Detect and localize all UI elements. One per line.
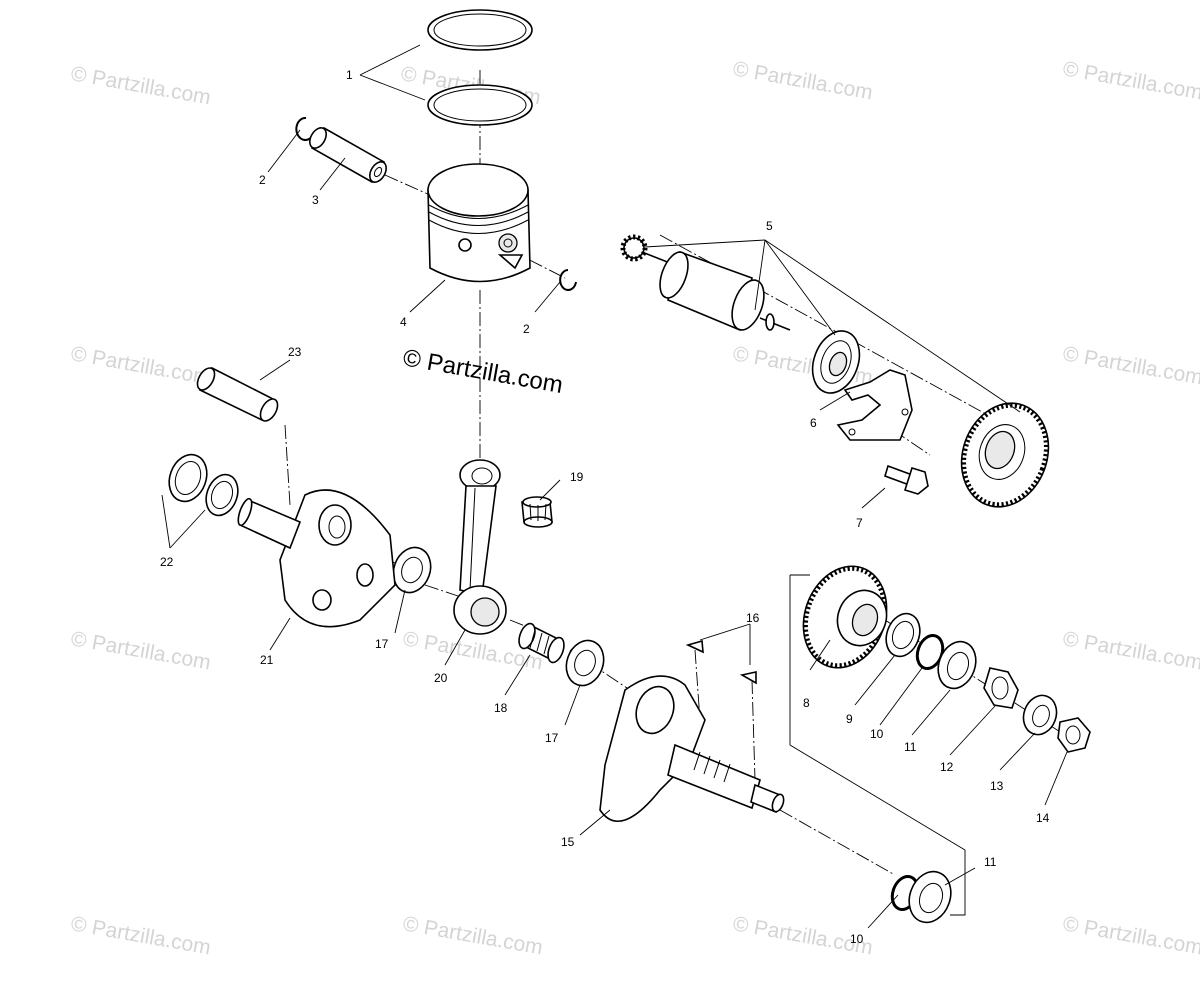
leader-lines bbox=[161, 44, 1068, 929]
callout-17: 17 bbox=[375, 637, 389, 651]
watermark-8: © Partzilla.com bbox=[69, 627, 212, 674]
callout-9: 9 bbox=[846, 712, 853, 726]
callout-5: 5 bbox=[766, 219, 773, 233]
watermark-1: © Partzilla.com bbox=[69, 62, 212, 109]
watermark-7: © Partzilla.com bbox=[1061, 342, 1200, 389]
circlip-icon bbox=[559, 269, 577, 291]
piston-ring-icon bbox=[427, 84, 533, 126]
washer-icon bbox=[937, 640, 977, 690]
callout-18: 18 bbox=[494, 701, 508, 715]
callout-17-right: 17 bbox=[545, 731, 559, 745]
callout-labels: 1 2 3 4 2 5 6 7 8 9 10 11 12 13 14 10 11… bbox=[160, 68, 1050, 946]
watermark-center: © Partzilla.com bbox=[401, 344, 565, 399]
callout-16: 16 bbox=[746, 611, 760, 625]
callout-13: 13 bbox=[990, 779, 1004, 793]
starter-motor-icon bbox=[620, 234, 791, 332]
callout-19: 19 bbox=[570, 470, 584, 484]
callout-11: 11 bbox=[904, 740, 917, 754]
needle-bearing-icon bbox=[521, 496, 553, 528]
watermark-group: © Partzilla.com © Partzilla.com © Partzi… bbox=[69, 57, 1200, 959]
nut-icon bbox=[983, 667, 1019, 709]
washer-icon bbox=[392, 546, 432, 594]
watermark-12: © Partzilla.com bbox=[401, 912, 544, 959]
callout-22: 22 bbox=[160, 555, 174, 569]
plate-icon bbox=[836, 369, 913, 441]
callout-2: 2 bbox=[259, 173, 266, 187]
callout-12: 12 bbox=[940, 760, 954, 774]
callout-7: 7 bbox=[856, 516, 863, 530]
washer-icon bbox=[565, 639, 605, 687]
watermark-3: © Partzilla.com bbox=[731, 57, 874, 104]
washer-icon bbox=[885, 612, 921, 658]
gear-icon bbox=[802, 565, 888, 669]
crankshaft-icon bbox=[599, 675, 785, 822]
needle-bearing-icon bbox=[518, 622, 565, 664]
connecting-rod-icon bbox=[453, 459, 507, 635]
callout-23: 23 bbox=[288, 345, 302, 359]
watermark-11: © Partzilla.com bbox=[69, 912, 212, 959]
callout-10-lower: 10 bbox=[850, 932, 864, 946]
callout-20: 20 bbox=[434, 671, 448, 685]
callout-11-lower: 11 bbox=[984, 855, 997, 869]
watermark-5: © Partzilla.com bbox=[69, 342, 212, 389]
callout-10: 10 bbox=[870, 727, 884, 741]
seal-icon bbox=[168, 453, 208, 503]
woodruff-key-icon bbox=[739, 671, 757, 685]
watermark-4: © Partzilla.com bbox=[1061, 57, 1200, 104]
callout-1: 1 bbox=[346, 68, 353, 82]
callout-6: 6 bbox=[810, 416, 817, 430]
washer-icon bbox=[1022, 694, 1058, 736]
callout-14: 14 bbox=[1036, 811, 1050, 825]
watermark-10: © Partzilla.com bbox=[1061, 627, 1200, 674]
bolt-icon bbox=[884, 464, 929, 495]
watermark-14: © Partzilla.com bbox=[1061, 912, 1200, 959]
callout-15: 15 bbox=[561, 835, 575, 849]
callout-4: 4 bbox=[400, 315, 407, 329]
seal-icon bbox=[205, 473, 239, 517]
gear-icon bbox=[960, 402, 1050, 508]
piston-icon bbox=[427, 163, 531, 283]
callout-21: 21 bbox=[260, 653, 274, 667]
pin-icon bbox=[196, 366, 279, 422]
callout-3: 3 bbox=[312, 193, 319, 207]
crankshaft-icon bbox=[237, 489, 396, 628]
washer-icon bbox=[908, 870, 952, 924]
callout-2-right: 2 bbox=[523, 322, 530, 336]
callout-8: 8 bbox=[803, 696, 810, 710]
nut-icon bbox=[1057, 717, 1091, 753]
woodruff-key-icon bbox=[685, 639, 704, 654]
piston-pin-icon bbox=[309, 126, 387, 184]
piston-ring-icon bbox=[427, 9, 533, 51]
bearing-icon bbox=[811, 330, 861, 394]
